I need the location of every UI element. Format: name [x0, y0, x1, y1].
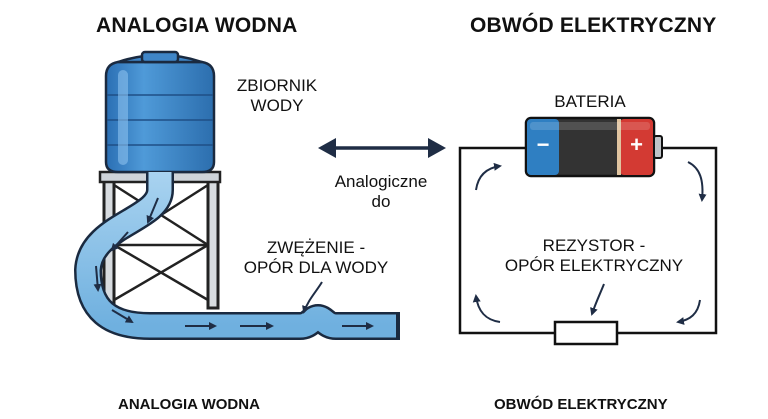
right-title: OBWÓD ELEKTRYCZNY	[470, 14, 717, 37]
analogy-double-arrow	[318, 138, 446, 158]
footer-right: OBWÓD ELEKTRYCZNY	[494, 396, 668, 413]
battery	[524, 116, 663, 178]
resistor-label: REZYSTOR - OPÓR ELEKTRYCZNY	[500, 236, 688, 276]
tank-label: ZBIORNIK WODY	[222, 76, 332, 116]
tank-lid	[140, 50, 180, 64]
battery-plus-sign: +	[630, 132, 643, 157]
tank-label-line2: WODY	[250, 96, 304, 115]
constriction-label: ZWĘŻENIE - OPÓR DLA WODY	[228, 238, 404, 278]
tower-leg-right	[206, 176, 220, 310]
constriction-label-line1: ZWĘŻENIE -	[266, 238, 366, 257]
resistor-label-line2: OPÓR ELEKTRYCZNY	[504, 256, 684, 275]
current-flow-arrows	[472, 161, 707, 325]
circuit-wires	[458, 146, 718, 335]
water-pipe	[74, 172, 400, 340]
battery-label: BATERIA	[554, 92, 626, 111]
constriction-pointer	[302, 281, 323, 314]
analogy-label: Analogiczne do	[306, 172, 456, 212]
battery-positive-terminal	[620, 119, 653, 175]
analogy-label-line2: do	[371, 192, 391, 211]
footer-left: ANALOGIA WODNA	[118, 396, 260, 413]
constriction-label-line2: OPÓR DLA WODY	[243, 258, 389, 277]
resistor-pointer	[590, 283, 605, 316]
battery-minus-sign: −	[536, 132, 550, 157]
battery-cap	[653, 135, 663, 159]
resistor-label-line1: REZYSTOR -	[542, 236, 646, 255]
analogy-label-line1: Analogiczne	[334, 172, 428, 191]
resistor	[553, 320, 619, 346]
tank-label-line1: ZBIORNIK	[236, 76, 318, 95]
battery-negative-terminal	[527, 119, 559, 175]
water-flow-arrows	[93, 197, 374, 330]
left-title: ANALOGIA WODNA	[96, 14, 298, 37]
